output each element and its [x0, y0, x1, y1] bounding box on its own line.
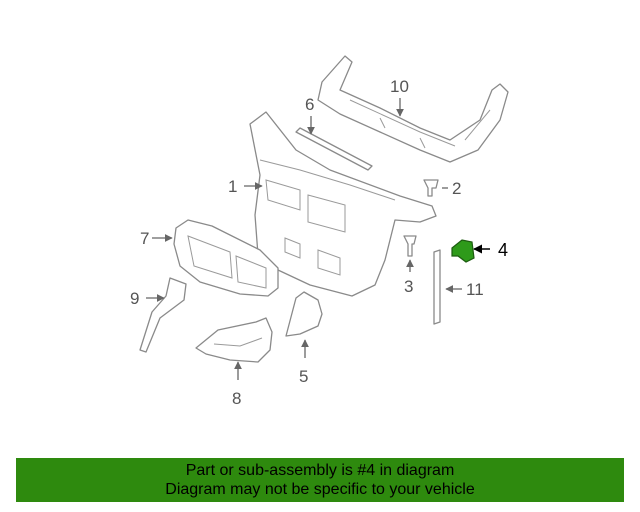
- part-5-bracket[interactable]: [285, 291, 323, 337]
- part-6-seal-strip[interactable]: [295, 127, 373, 171]
- callout-1[interactable]: 1: [228, 177, 237, 196]
- callout-3[interactable]: 3: [404, 277, 413, 296]
- part-8-lower-duct[interactable]: [195, 317, 273, 363]
- part-10-upper-support[interactable]: [317, 55, 509, 163]
- part-7-grille-frame[interactable]: [173, 219, 279, 297]
- callout-8[interactable]: 8: [232, 389, 241, 408]
- callout-9[interactable]: 9: [130, 289, 139, 308]
- callout-11[interactable]: 11: [466, 280, 484, 299]
- part-3-bolt[interactable]: [403, 235, 417, 257]
- part-9-air-guide[interactable]: [139, 277, 187, 353]
- callout-4[interactable]: 4: [498, 240, 508, 260]
- callout-6[interactable]: 6: [305, 95, 314, 114]
- callout-2[interactable]: 2: [452, 179, 461, 198]
- part-4-clip-highlighted[interactable]: [451, 239, 475, 263]
- banner-line-disclaimer: Diagram may not be specific to your vehi…: [165, 481, 475, 498]
- callout-5[interactable]: 5: [299, 367, 308, 386]
- banner-line-part-number: Part or sub-assembly is #4 in diagram: [185, 462, 455, 479]
- part-11-side-strip[interactable]: [433, 249, 441, 325]
- info-banner: Part or sub-assembly is #4 in diagram Di…: [16, 458, 624, 502]
- part-2-bolt[interactable]: [423, 179, 439, 197]
- parts-diagram: 1 2 3 4 5 6 7 8 9 10 11: [130, 55, 509, 408]
- callout-7[interactable]: 7: [140, 229, 149, 248]
- callout-10[interactable]: 10: [390, 77, 409, 96]
